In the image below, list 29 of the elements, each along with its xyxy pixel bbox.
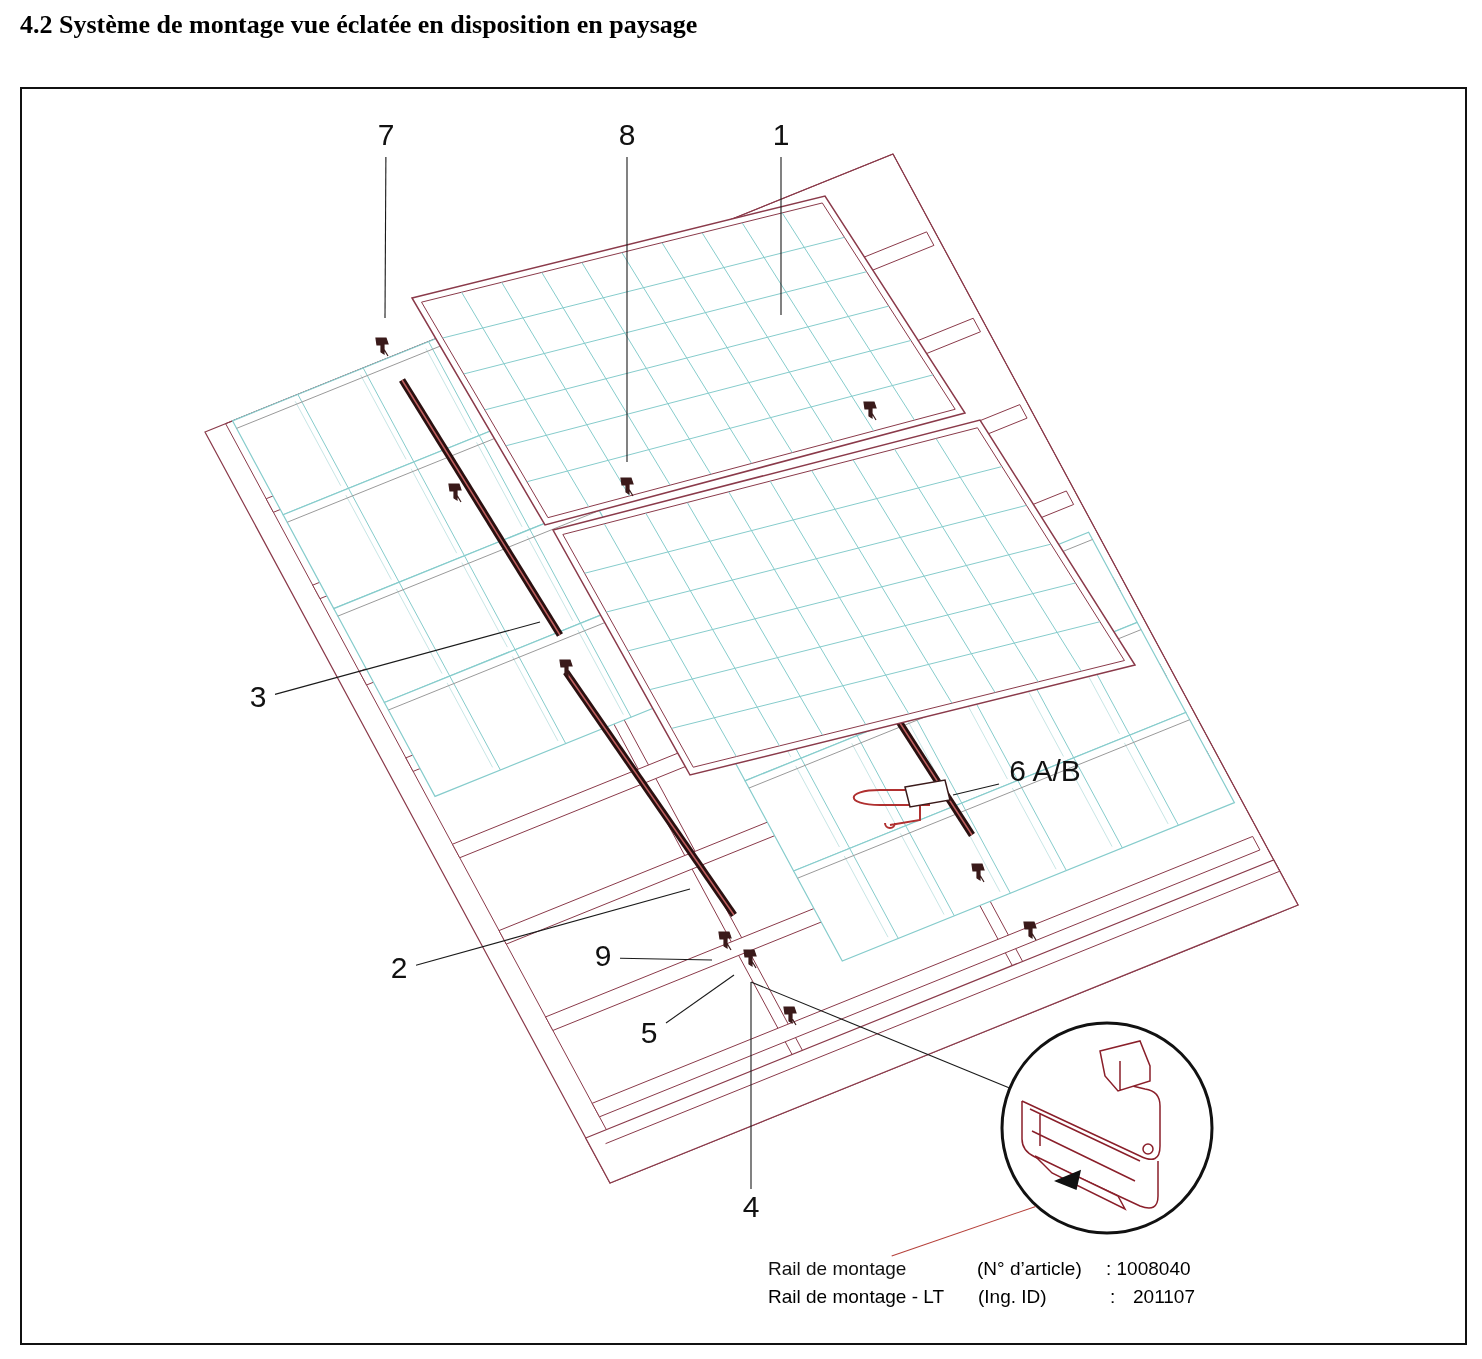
leader-line <box>780 156 782 316</box>
callout-number: 1 <box>769 120 793 154</box>
leader-line <box>619 957 713 961</box>
page-title: 4.2 Système de montage vue éclatée en disposition en paysage <box>20 10 698 40</box>
callout-number: 9 <box>589 941 617 975</box>
leader-line <box>891 1205 1037 1257</box>
table-text: : <box>1110 1287 1116 1306</box>
table-text: (N° d’article) <box>977 1259 1082 1278</box>
callout-number: 6 A/B <box>1002 756 1088 790</box>
leader-line <box>665 974 735 1024</box>
leader-line <box>952 783 1000 796</box>
leader-line <box>415 888 691 966</box>
leader-line <box>750 981 752 1190</box>
callout-number: 8 <box>614 120 640 154</box>
callout-number: 7 <box>373 120 399 154</box>
leader-line <box>274 621 541 695</box>
leader-line <box>750 981 1010 1089</box>
detail-inset-circle <box>1000 1021 1214 1235</box>
table-text: Rail de montage - LT <box>768 1287 944 1306</box>
callout-number: 3 <box>244 682 272 716</box>
callout-number: 5 <box>635 1018 663 1052</box>
callout-number: 4 <box>738 1192 764 1226</box>
table-text: : 1008040 <box>1106 1259 1191 1278</box>
part-name: Rail de montage <box>768 1259 934 1281</box>
table-text: 201107 <box>1133 1287 1195 1306</box>
leader-line <box>384 156 387 319</box>
callout-number: 2 <box>385 953 413 987</box>
leader-line <box>626 156 628 463</box>
table-text: (Ing. ID) <box>978 1287 1047 1306</box>
